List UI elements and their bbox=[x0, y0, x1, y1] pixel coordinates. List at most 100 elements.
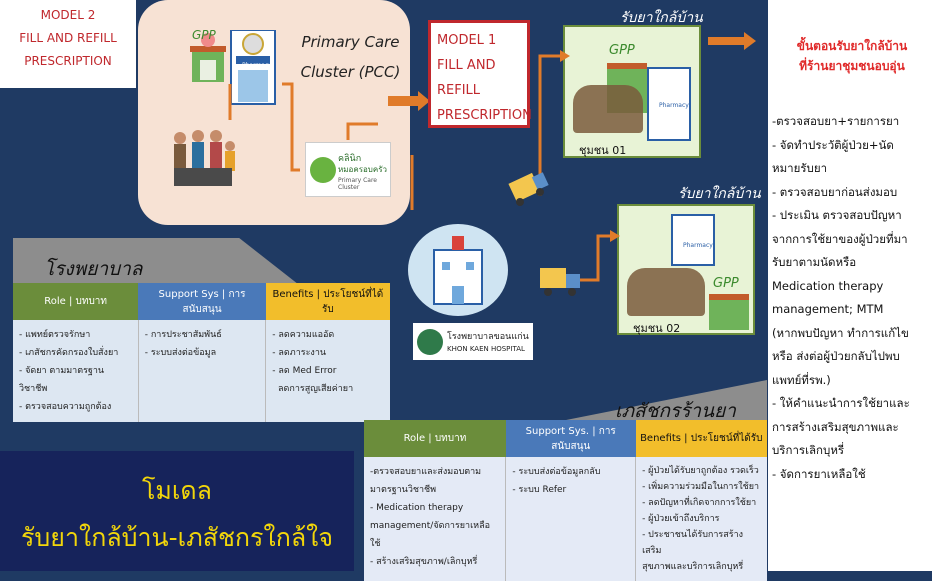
model2-line3: PRESCRIPTION bbox=[24, 54, 112, 68]
gpp-store-icon-2 bbox=[709, 294, 749, 330]
deliver-label-2: รับยาใกล้บ้าน bbox=[678, 186, 761, 202]
pharmacy-label: Pharmacy bbox=[242, 62, 272, 69]
hospital-name-badge: โรงพยาบาลขอนแก่น KHON KAEN HOSPITAL bbox=[413, 323, 533, 360]
list-item: - ผู้ป่วยได้รับยาถูกต้อง รวดเร็ว bbox=[642, 466, 759, 476]
step-item: -ตรวจสอบยา+รายการยา bbox=[772, 114, 900, 128]
hospital-logo-icon bbox=[417, 329, 443, 355]
arrow-to-steps-head bbox=[744, 32, 756, 50]
hospital-table: Role | บทบาท Support Sys | การสนับสนุน B… bbox=[13, 283, 390, 422]
list-item: - ระบบ Refer bbox=[512, 485, 567, 495]
bottom-title-line1: โมเดล bbox=[141, 476, 212, 505]
step-item: - จัดการยาเหลือใช้ bbox=[772, 466, 866, 481]
list-item: - ระบบส่งต่อข้อมูล bbox=[144, 348, 217, 358]
community-label-2: ชุมชน 02 bbox=[633, 322, 681, 335]
hospital-table-support-cell: - การประชาสัมพันธ์ - ระบบส่งต่อข้อมูล bbox=[137, 320, 266, 422]
pcc-title: Primary Care Cluster (PCC) bbox=[288, 27, 413, 87]
bottom-title: โมเดล รับยาใกล้บ้าน-เภสัชกรใกล้ใจ bbox=[0, 467, 354, 561]
pharmacy-table: Role | บทบาท Support Sys. | การสนับสนุน … bbox=[364, 420, 767, 581]
bottom-title-line2: รับยาใกล้บ้าน-เภสัชกรใกล้ใจ bbox=[21, 523, 333, 552]
list-item: - สร้างเสริมสุขภาพ/เลิกบุหรี่ bbox=[370, 557, 478, 567]
pcc-connector-arrows bbox=[228, 82, 414, 210]
clinic-badge: คลินิก หมอครอบครัว Primary Care Cluster bbox=[305, 142, 391, 197]
pharmacy-table-header-role: Role | บทบาท bbox=[364, 420, 506, 457]
model1-line2: FILL AND bbox=[437, 58, 496, 73]
steps-panel bbox=[768, 0, 932, 571]
model2-line2: FILL AND REFILL bbox=[19, 31, 117, 45]
model2-box: MODEL 2 FILL AND REFILL PRESCRIPTION bbox=[0, 0, 136, 88]
steps-list: -ตรวจสอบยา+รายการยา - จัดทำประวัติผู้ป่ว… bbox=[772, 110, 930, 486]
deliver-label-1: รับยาใกล้บ้าน bbox=[620, 10, 703, 26]
list-item: -ตรวจสอบยาและส่งมอบตาม bbox=[370, 467, 482, 477]
list-item: - แพทย์ตรวจรักษา bbox=[19, 330, 91, 340]
family-icon-1 bbox=[573, 85, 643, 133]
steps-heading-line1: ขั้นตอนรับยาใกล้บ้าน bbox=[796, 39, 908, 53]
bottom-title-box bbox=[0, 451, 354, 571]
hospital-name-th: โรงพยาบาลขอนแก่น bbox=[447, 332, 529, 342]
arrow-to-community-1 bbox=[538, 50, 570, 196]
pharmacy-table-role-cell: -ตรวจสอบยาและส่งมอบตาม มาตรฐานวิชาชีพ - … bbox=[364, 457, 506, 581]
delivery-truck-icon-2 bbox=[538, 262, 582, 298]
clinic-logo-icon bbox=[310, 157, 336, 183]
list-item: management/จัดการยาเหลือใช้ bbox=[370, 521, 491, 549]
pharmacy-icon-2 bbox=[671, 214, 715, 266]
arrow-pcc-to-model1-head bbox=[418, 91, 430, 111]
step-item: - ให้คำแนะนำการใช้ยาและ การสร้างเสริมสุข… bbox=[772, 396, 910, 457]
gpp-label-2: GPP bbox=[713, 276, 739, 291]
model2-line1: MODEL 2 bbox=[40, 8, 96, 22]
hospital-table-header-benefits: Benefits | ประโยชน์ที่ได้รับ bbox=[265, 283, 390, 320]
pharmacy-label-1: Pharmacy bbox=[659, 102, 689, 109]
pcc-title-line1: Primary Care bbox=[301, 33, 400, 51]
list-item: - ลดความแออัด bbox=[272, 330, 335, 340]
pharmacy-label-2: Pharmacy bbox=[683, 242, 713, 249]
hospital-name-en: KHON KAEN HOSPITAL bbox=[447, 345, 525, 353]
family-icon bbox=[168, 128, 240, 188]
pharmacy-table-header-benefits: Benefits | ประโยชน์ที่ได้รับ bbox=[635, 420, 767, 457]
family-icon-2 bbox=[627, 268, 705, 316]
arrow-to-steps bbox=[708, 37, 746, 45]
hospital-building-icon bbox=[408, 224, 508, 316]
list-item: - ประชาชนได้รับการสร้างเสริม bbox=[642, 530, 744, 556]
model1-line1: MODEL 1 bbox=[437, 33, 497, 48]
list-item: ลดการสูญเสียค่ายา bbox=[272, 384, 354, 394]
list-item: - เพิ่มความร่วมมือในการใช้ยา bbox=[642, 482, 760, 492]
community-label-1: ชุมชน 01 bbox=[579, 144, 627, 157]
list-item: - Medication therapy bbox=[370, 503, 464, 513]
model1-line4: PRESCRIPTION bbox=[437, 108, 532, 123]
pcc-title-line2: Cluster (PCC) bbox=[300, 63, 401, 81]
list-item: - เภสัชกรคัดกรองใบสั่งยา bbox=[19, 348, 119, 358]
arrow-to-community-2 bbox=[580, 230, 620, 282]
list-item: มาตรฐานวิชาชีพ bbox=[370, 485, 437, 495]
hospital-section-title: โรงพยาบาล bbox=[44, 258, 143, 280]
clinic-name-en: Primary Care Cluster bbox=[338, 177, 377, 191]
pharmacist-section-title: เภสัชกรร้านยา bbox=[615, 400, 736, 422]
gpp-store-icon bbox=[188, 28, 228, 84]
steps-heading: ขั้นตอนรับยาใกล้บ้าน ที่ร้านยาชุมชนอบอุ่… bbox=[774, 36, 930, 76]
step-item: - ประเมิน ตรวจสอบปัญหา จากการใช้ยาของผู้… bbox=[772, 208, 909, 387]
pharmacy-table-support-cell: - ระบบส่งต่อข้อมูลกลับ - ระบบ Refer bbox=[505, 457, 636, 581]
pharmacy-table-header-support: Support Sys. | การสนับสนุน bbox=[505, 420, 636, 457]
list-item: - ลดภาระงาน bbox=[272, 348, 327, 358]
community-02-box: Pharmacy GPP ชุมชน 02 bbox=[617, 204, 755, 335]
step-item: - จัดทำประวัติผู้ป่วย+นัด หมายรับยา bbox=[772, 137, 894, 176]
list-item: - ลดปัญหาที่เกิดจากการใช้ยา bbox=[642, 498, 757, 508]
arrow-pcc-to-model1 bbox=[388, 96, 420, 106]
hospital-table-header-support: Support Sys | การสนับสนุน bbox=[138, 283, 266, 320]
list-item: สุขภาพและบริการเลิกบุหรี่ bbox=[642, 562, 744, 572]
community-01-box: GPP Pharmacy ชุมชน 01 bbox=[563, 25, 701, 158]
pharmacy-table-benefits-cell: - ผู้ป่วยได้รับยาถูกต้อง รวดเร็ว - เพิ่ม… bbox=[635, 457, 767, 581]
pharmacy-icon-1 bbox=[647, 67, 691, 141]
steps-heading-line2: ที่ร้านยาชุมชนอบอุ่น bbox=[799, 59, 905, 73]
list-item: - ลด Med Error bbox=[272, 366, 337, 376]
list-item: - ตรวจสอบความถูกต้อง bbox=[19, 402, 112, 412]
list-item: - จัดยา ตามมาตรฐานวิชาชีพ bbox=[19, 366, 105, 394]
hospital-table-benefits-cell: - ลดความแออัด - ลดภาระงาน - ลด Med Error… bbox=[265, 320, 390, 422]
list-item: - การประชาสัมพันธ์ bbox=[144, 330, 222, 340]
clinic-name-th2: หมอครอบครัว bbox=[338, 165, 388, 174]
gpp-label-1: GPP bbox=[609, 43, 635, 58]
gpp-label: GPP bbox=[192, 28, 216, 42]
pharmacy-icon bbox=[230, 29, 276, 106]
model1-box: MODEL 1 FILL AND REFILL PRESCRIPTION bbox=[428, 20, 532, 128]
list-item: - ระบบส่งต่อข้อมูลกลับ bbox=[512, 467, 601, 477]
model1-line3: REFILL bbox=[437, 83, 481, 98]
hospital-table-header-role: Role | บทบาท bbox=[13, 283, 139, 320]
